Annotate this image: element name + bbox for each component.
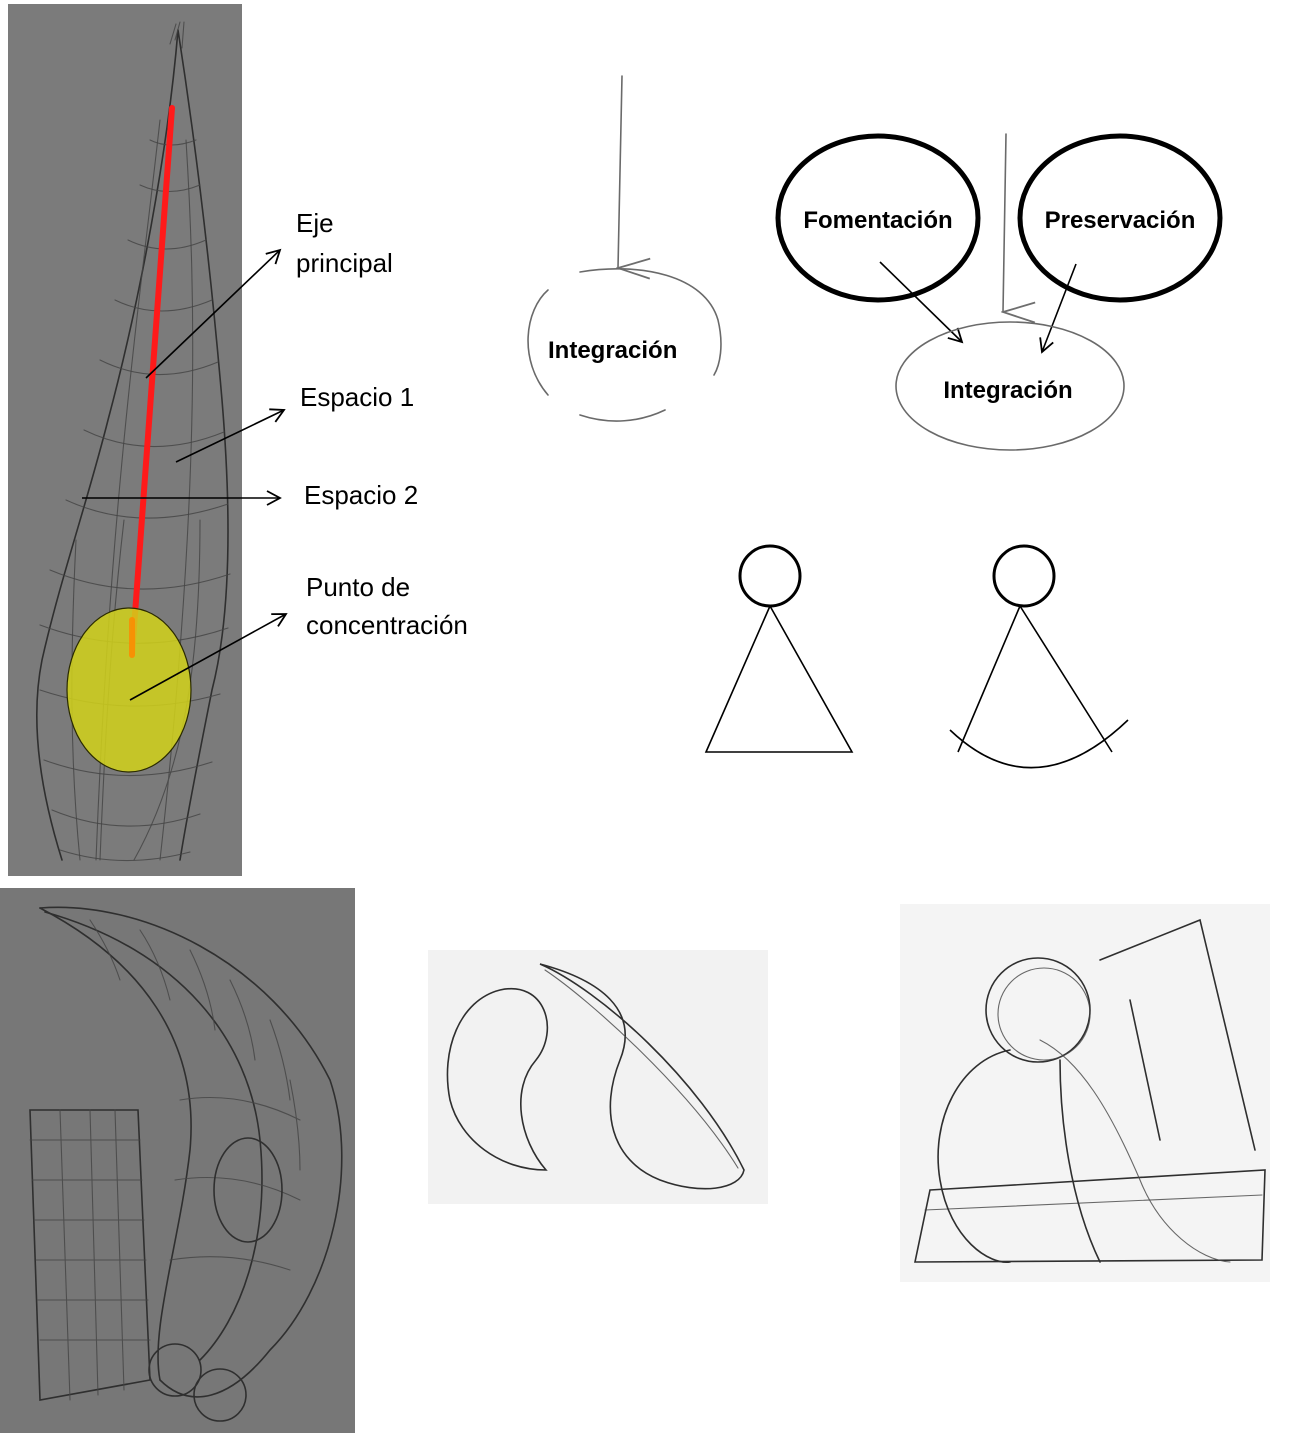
fomentacion-label: Fomentación [803, 207, 952, 234]
integration-sketch-ellipse-left [528, 290, 548, 395]
downward-arrow [618, 76, 622, 268]
label-espacio2: Espacio 2 [304, 480, 418, 510]
integration-label-combined: Integración [943, 377, 1072, 404]
embrace-sketch [900, 904, 1270, 1282]
center-down-arrow [1003, 134, 1006, 312]
label-eje-line1: Eje [296, 208, 334, 238]
shell-sketch-photo [8, 4, 242, 876]
integration-diagram-single: Integración [528, 76, 721, 421]
curved-horn-sketch [0, 888, 355, 1433]
label-punto-line2: concentración [306, 610, 468, 640]
label-eje-line2: principal [296, 248, 393, 278]
person-arc-icon [950, 546, 1128, 768]
label-espacio1: Espacio 1 [300, 382, 414, 412]
label-punto-line1: Punto de [306, 572, 410, 602]
person-triangle-icon [706, 546, 852, 752]
integration-sketch-ellipse-bottom [580, 410, 665, 421]
preservacion-label: Preservación [1045, 207, 1196, 234]
integration-label-single: Integración [548, 337, 677, 364]
integration-diagram-combined: Fomentación Preservación Integración [778, 134, 1220, 450]
yin-curve-sketch [428, 950, 768, 1204]
